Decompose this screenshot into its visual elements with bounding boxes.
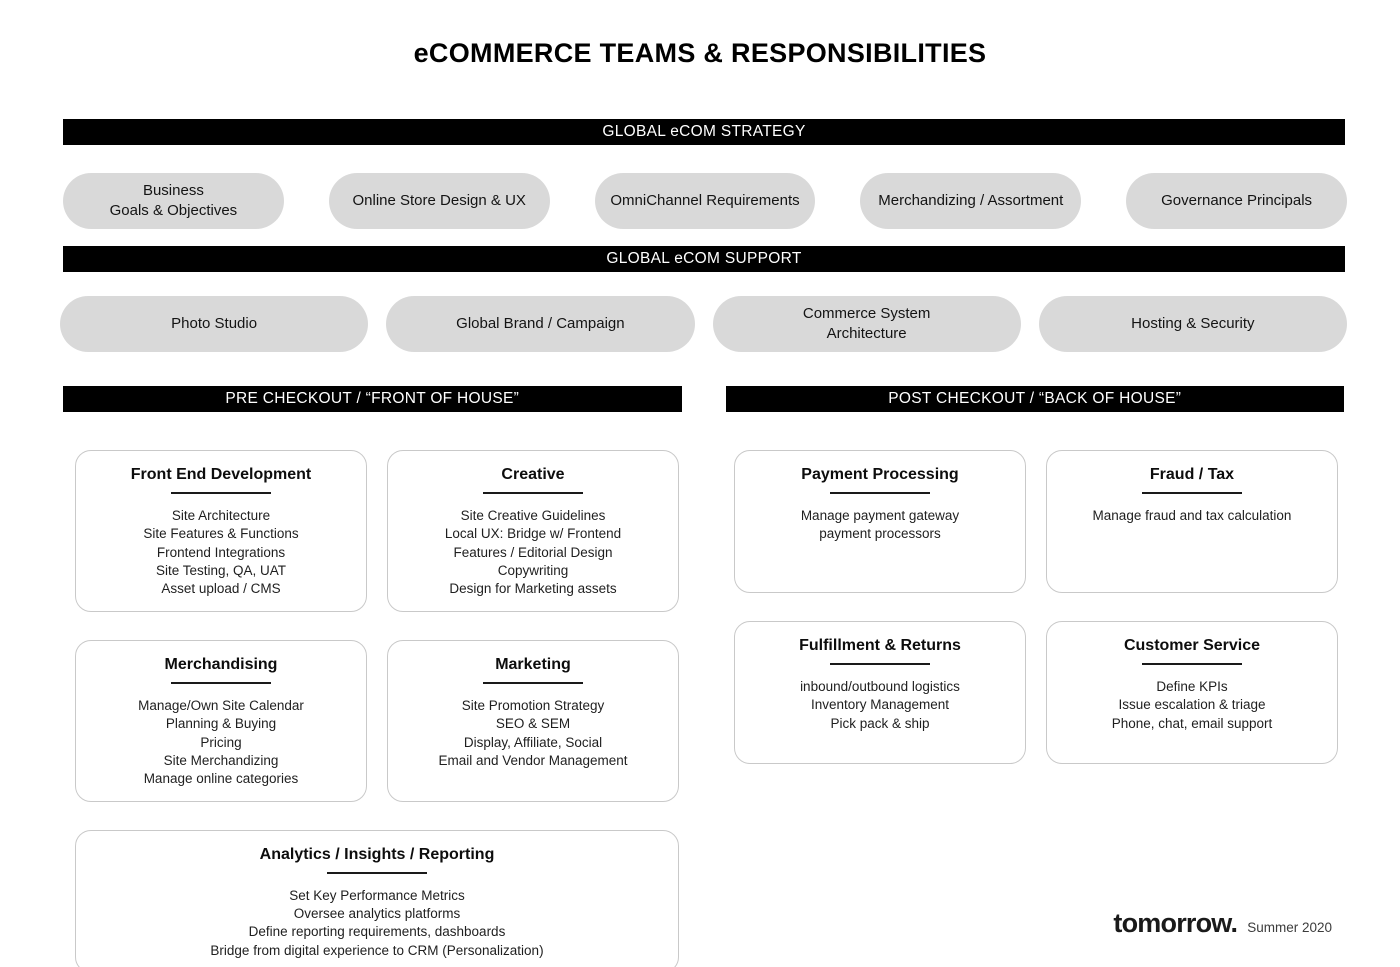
card-title-underline	[830, 492, 930, 494]
card-row: Fulfillment & Returns inbound/outbound l…	[734, 621, 1338, 764]
footer: tomorrow. Summer 2020	[1113, 908, 1332, 939]
card-payment-processing: Payment Processing Manage payment gatewa…	[734, 450, 1026, 593]
card-front-end-development: Front End Development Site Architecture …	[75, 450, 367, 612]
card-row: Payment Processing Manage payment gatewa…	[734, 450, 1338, 593]
card-title: Front End Development	[130, 466, 312, 483]
card-title: Marketing	[495, 655, 571, 673]
card-items: Manage/Own Site Calendar Planning & Buyi…	[138, 697, 304, 787]
card-title-underline	[830, 663, 930, 665]
pre-checkout-column: Front End Development Site Architecture …	[75, 450, 679, 967]
card-title: Fulfillment & Returns	[799, 637, 961, 654]
pill-online-store-design-ux: Online Store Design & UX	[328, 173, 550, 229]
card-title-underline	[1142, 492, 1242, 494]
card-items: Set Key Performance Metrics Oversee anal…	[210, 887, 544, 958]
post-checkout-column: Payment Processing Manage payment gatewa…	[734, 450, 1338, 967]
card-items: Site Architecture Site Features & Functi…	[143, 508, 299, 597]
checkout-bars-row: PRE CHECKOUT / “FRONT OF HOUSE” POST CHE…	[63, 386, 1344, 412]
card-title: Payment Processing	[801, 466, 959, 483]
card-title: Fraud / Tax	[1149, 466, 1235, 483]
pill-photo-studio: Photo Studio	[60, 296, 369, 352]
section-bar-global-ecom-strategy: GLOBAL eCOM STRATEGY	[63, 119, 1345, 145]
page-title: eCOMMERCE TEAMS & RESPONSIBILITIES	[413, 38, 987, 68]
pill-global-brand-campaign: Global Brand / Campaign	[386, 296, 695, 352]
card-items: Manage payment gateway payment processor…	[800, 508, 960, 542]
cards-area: Front End Development Site Architecture …	[75, 450, 1338, 967]
pill-hosting-security: Hosting & Security	[1038, 296, 1347, 352]
section-bar-global-ecom-support: GLOBAL eCOM SUPPORT	[63, 246, 1345, 272]
pill-omnichannel-requirements: OmniChannel Requirements	[594, 173, 816, 229]
section-bar-pre-checkout: PRE CHECKOUT / “FRONT OF HOUSE”	[63, 386, 682, 412]
card-title-underline	[171, 492, 271, 494]
card-row: Front End Development Site Architecture …	[75, 450, 679, 612]
card-creative: Creative Site Creative Guidelines Local …	[387, 450, 679, 612]
card-items: Site Creative Guidelines Local UX: Bridg…	[444, 508, 622, 597]
card-title-underline	[327, 871, 427, 874]
support-pill-row: Photo Studio Global Brand / Campaign Com…	[60, 296, 1347, 352]
card-items: Site Promotion Strategy SEO & SEM Displa…	[438, 697, 628, 768]
card-title: Creative	[501, 466, 565, 483]
tomorrow-logo: tomorrow.	[1113, 908, 1238, 938]
card-title-underline	[483, 492, 583, 494]
card-customer-service: Customer Service Define KPIs Issue escal…	[1046, 621, 1338, 764]
card-title-underline	[1142, 663, 1242, 665]
card-fraud-tax: Fraud / Tax Manage fraud and tax calcula…	[1046, 450, 1338, 593]
card-fulfillment-returns: Fulfillment & Returns inbound/outbound l…	[734, 621, 1026, 764]
card-title: Customer Service	[1123, 637, 1261, 654]
card-merchandising: Merchandising Manage/Own Site Calendar P…	[75, 639, 367, 802]
card-title: Merchandising	[164, 655, 278, 673]
card-items: Manage fraud and tax calculation	[1092, 508, 1292, 523]
card-title-underline	[171, 681, 271, 684]
footer-date: Summer 2020	[1247, 920, 1332, 935]
card-row: Analytics / Insights / Reporting Set Key…	[75, 829, 679, 967]
section-bar-post-checkout: POST CHECKOUT / “BACK OF HOUSE”	[725, 386, 1344, 412]
pill-governance-principals: Governance Principals	[1126, 173, 1347, 229]
pill-merchandizing-assortment: Merchandizing / Assortment	[860, 173, 1082, 229]
card-items: Define KPIs Issue escalation & triage Ph…	[1111, 679, 1273, 731]
card-title: Analytics / Insights / Reporting	[259, 845, 495, 863]
card-title-underline	[483, 681, 583, 684]
card-items: inbound/outbound logistics Inventory Man…	[800, 679, 960, 731]
pill-commerce-system-architecture: Commerce System Architecture	[712, 296, 1021, 352]
strategy-pill-row: Business Goals & Objectives Online Store…	[63, 173, 1347, 229]
card-analytics-insights-reporting: Analytics / Insights / Reporting Set Key…	[75, 829, 679, 967]
pill-business-goals-objectives: Business Goals & Objectives	[63, 173, 284, 229]
card-row: Merchandising Manage/Own Site Calendar P…	[75, 639, 679, 802]
card-marketing: Marketing Site Promotion Strategy SEO & …	[387, 639, 679, 802]
